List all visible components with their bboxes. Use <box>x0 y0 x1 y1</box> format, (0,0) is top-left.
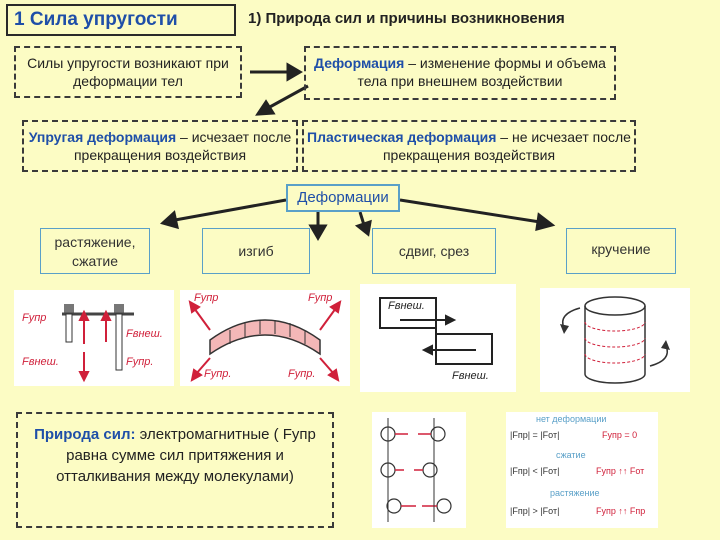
tension-label-fupr: Fупр <box>22 312 47 324</box>
nature-of-forces-box: Природа сил: электромагнитные ( Fупр рав… <box>16 412 334 528</box>
type-shear: сдвиг, срез <box>372 228 496 274</box>
tension-label-fupr-2: Fупр. <box>126 356 154 368</box>
relation-eq3: |Fпр| > |Fот| <box>510 506 560 516</box>
deformation-definition-box: Деформация – изменение формы и объема те… <box>304 46 616 100</box>
type-torsion: кручение <box>566 228 676 274</box>
bending-label-2: Fупр <box>308 292 333 304</box>
shear-figure: Fвнеш. Fвнеш. <box>360 284 516 392</box>
deformations-label: Деформации <box>286 184 400 212</box>
tension-label-fvnesh-2: Fвнеш. <box>126 328 163 340</box>
tension-label-fvnesh: Fвнеш. <box>22 356 59 368</box>
deformation-term: Деформация <box>314 55 405 71</box>
relation-eq1: |Fпр| = |Fот| <box>510 430 560 440</box>
torsion-figure <box>540 288 690 392</box>
type-bending: изгиб <box>202 228 310 274</box>
type-stretch-compress: растяжение, сжатие <box>40 228 150 274</box>
relation-eq3b: Fупр ↑↑ Fпр <box>596 506 646 516</box>
relation-eq2b: Fупр ↑↑ Fот <box>596 466 645 476</box>
bending-figure: Fупр Fупр Fупр. Fупр. <box>180 290 350 386</box>
bending-label-4: Fупр. <box>288 368 316 380</box>
section-heading: 1) Природа сил и причины возникновения <box>248 10 565 27</box>
plastic-desc: – не исчезает после прекращения воздейст… <box>382 129 631 163</box>
bending-label-1: Fупр <box>194 292 219 304</box>
relation-eq2: |Fпр| < |Fот| <box>510 466 560 476</box>
compression-heading: сжатие <box>556 450 586 460</box>
stretching-heading: растяжение <box>550 488 600 498</box>
shear-label-2: Fвнеш. <box>452 370 489 382</box>
elastic-term: Упругая деформация <box>28 129 177 145</box>
page-title: 1 Сила упругости <box>6 4 236 36</box>
molecules-figure <box>372 412 466 528</box>
force-relations-table: нет деформации |Fпр| = |Fот| Fупр = 0 сж… <box>506 412 658 528</box>
relation-eq1b: Fупр = 0 <box>602 430 638 440</box>
shear-label-1: Fвнеш. <box>388 300 425 312</box>
bending-label-3: Fупр. <box>204 368 232 380</box>
forces-origin-box: Силы упругости возникают при деформации … <box>14 46 242 98</box>
plastic-deformation-box: Пластическая деформация – не исчезает по… <box>302 120 636 172</box>
forces-origin-text: Силы упругости возникают при деформации … <box>27 55 229 89</box>
no-deformation-heading: нет деформации <box>536 414 607 424</box>
deformation-desc: – изменение формы и объема тела при внеш… <box>357 55 606 89</box>
elastic-desc: – исчезает после прекращения воздействия <box>73 129 292 163</box>
nature-term: Природа сил: <box>34 426 136 443</box>
nature-desc: электромагнитные ( Fупр равна сумме сил … <box>56 426 316 485</box>
tension-figure: Fупр Fвнеш. Fвнеш. Fупр. <box>14 290 174 386</box>
plastic-term: Пластическая деформация <box>307 129 497 145</box>
elastic-deformation-box: Упругая деформация – исчезает после прек… <box>22 120 298 172</box>
